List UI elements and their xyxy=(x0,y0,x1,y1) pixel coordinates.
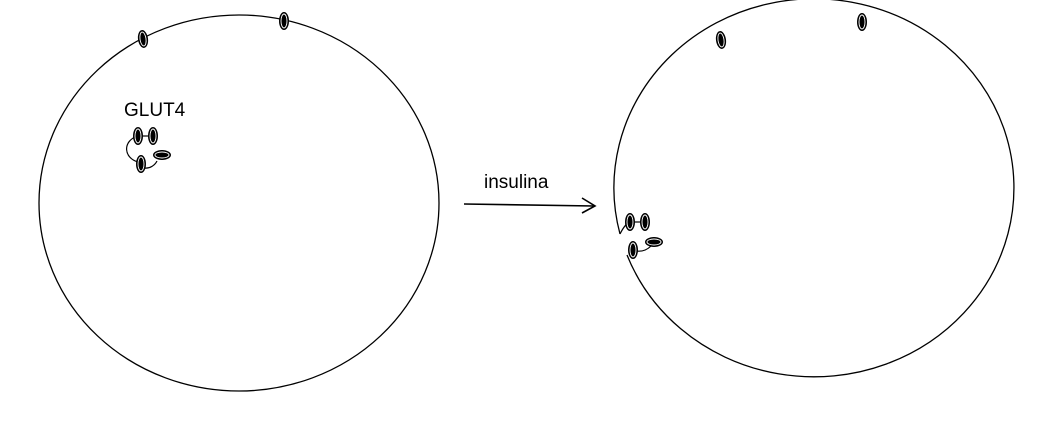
cell-after-insulin xyxy=(613,0,1015,378)
cell-membrane-left xyxy=(38,14,440,392)
cell-before-insulin: GLUT4 xyxy=(38,11,440,392)
insulin-label: insulina xyxy=(484,172,549,193)
glut4-label: GLUT4 xyxy=(124,100,186,121)
vesicle-transporter-icon xyxy=(644,236,664,248)
vesicle-transporter-icon xyxy=(639,212,651,232)
membrane-transporter-icon xyxy=(856,12,868,32)
membrane-transporter-icon xyxy=(278,11,290,31)
vesicle-transporter-icon xyxy=(135,154,147,174)
vesicle-transporter-icon xyxy=(147,126,159,146)
vesicle-transporter-icon xyxy=(624,212,636,232)
membrane-transporter-icon xyxy=(714,29,728,51)
arrow-head-icon xyxy=(581,197,597,214)
vesicle-transporter-icon xyxy=(132,126,144,146)
membrane-transporter-icon xyxy=(136,28,150,50)
arrow-shaft xyxy=(463,203,595,207)
insulin-arrow: insulina xyxy=(463,172,597,214)
vesicle-transporter-icon xyxy=(627,240,639,260)
glut4-vesicle xyxy=(126,126,172,174)
vesicle-transporter-icon xyxy=(152,149,172,161)
fused-glut4-vesicle xyxy=(619,212,664,260)
cell-membrane-right xyxy=(613,0,1015,378)
